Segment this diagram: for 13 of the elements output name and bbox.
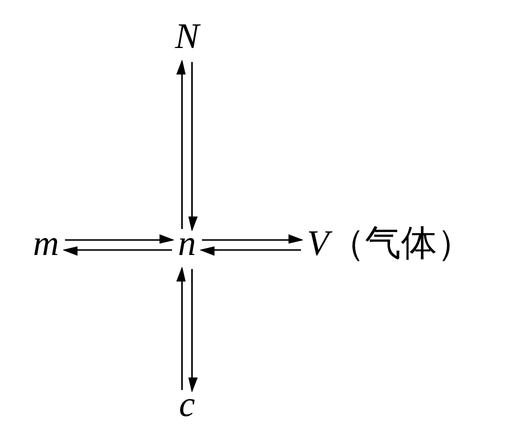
- half-arrow: [188, 269, 198, 392]
- half-arrow: [64, 246, 172, 256]
- variable-label: N: [175, 16, 199, 56]
- half-arrow: [176, 60, 186, 229]
- half-arrow: [65, 234, 174, 244]
- half-arrow: [202, 234, 302, 244]
- variable-label: m: [33, 223, 59, 263]
- half-arrow: [200, 246, 301, 256]
- variable-label: V（气体）: [307, 223, 473, 263]
- variable-label: c: [179, 384, 195, 424]
- half-arrow: [176, 268, 186, 390]
- half-arrow: [188, 62, 198, 230]
- variable-label: n: [178, 223, 196, 263]
